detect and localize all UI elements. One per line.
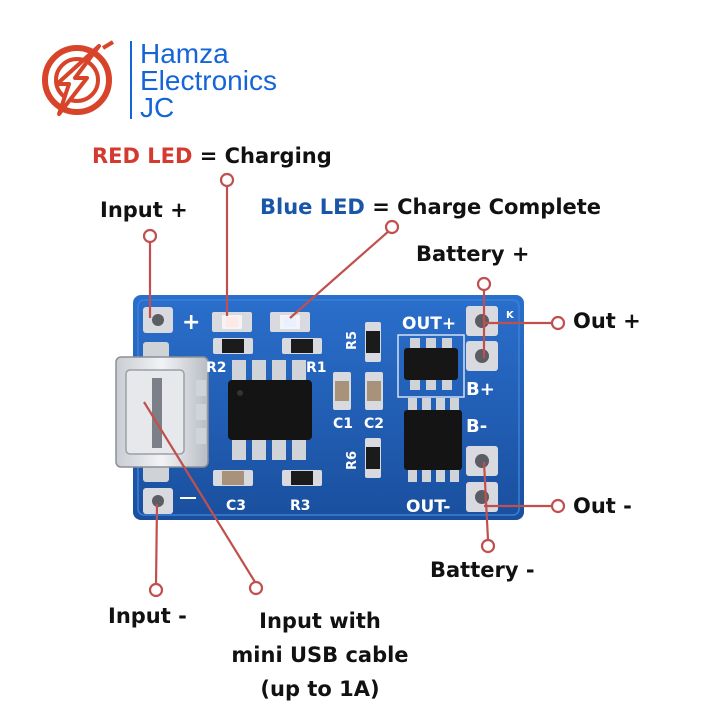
red-led — [212, 312, 252, 332]
silk-r1: R1 — [306, 360, 327, 376]
blue-led-label: Blue LED = Charge Complete — [260, 195, 601, 219]
anchor-input-minus — [148, 582, 164, 598]
anchor-usb — [248, 580, 264, 596]
anchor-out-minus — [550, 498, 566, 514]
micro-usb-connector — [115, 356, 209, 468]
lightning-bolt-icon — [42, 40, 115, 116]
red-led-value: = Charging — [199, 144, 332, 168]
blue-led-key: Blue LED — [260, 195, 365, 219]
silk-r2: R2 — [206, 360, 227, 376]
resistor-r2 — [213, 338, 253, 354]
red-led-label: RED LED = Charging — [92, 144, 332, 168]
resistor-r5 — [365, 322, 381, 362]
usb-label-line-1: Input with — [259, 609, 381, 633]
pad-b-plus — [466, 341, 498, 371]
anchor-input-plus — [142, 228, 158, 244]
usb-input-label: Input with mini USB cable (up to 1A) — [215, 604, 425, 706]
leader-input-minus — [154, 503, 159, 586]
silk-r5: R5 — [345, 331, 360, 350]
capacitor-c1 — [333, 372, 351, 410]
battery-plus-label: Battery + — [416, 242, 530, 266]
brand-divider — [130, 41, 132, 119]
silk-c2: C2 — [364, 416, 384, 432]
anchor-out-plus — [550, 315, 566, 331]
anchor-blue-led — [384, 219, 400, 235]
pad-out-minus — [466, 482, 498, 512]
usb-label-line-2: mini USB cable — [231, 643, 409, 667]
anchor-battery-plus — [476, 276, 492, 292]
silk-r6: R6 — [345, 451, 360, 470]
protection-transistor — [404, 338, 458, 390]
silk-out-plus: OUT+ — [402, 314, 456, 334]
anchor-battery-minus — [480, 538, 496, 554]
capacitor-c3 — [213, 470, 253, 486]
resistor-r3 — [282, 470, 322, 486]
silk-r3: R3 — [290, 498, 311, 514]
brand-line-2: Electronics — [140, 65, 277, 96]
capacitor-c2 — [365, 372, 383, 410]
charger-ic — [228, 360, 312, 460]
blue-led-value: = Charge Complete — [372, 195, 602, 219]
usb-label-line-3: (up to 1A) — [260, 677, 380, 701]
red-led-key: RED LED — [92, 144, 193, 168]
input-plus-label: Input + — [100, 198, 188, 222]
silk-c1: C1 — [333, 416, 353, 432]
resistor-r1 — [282, 338, 322, 354]
leader-blue-led — [289, 229, 391, 319]
pad-b-minus — [466, 446, 498, 476]
resistor-r6 — [365, 438, 381, 478]
out-plus-label: Out + — [573, 309, 641, 333]
leader-battery-minus — [482, 461, 490, 541]
protection-ic — [404, 398, 462, 482]
silk-out-minus: OUT- — [406, 497, 450, 517]
blue-led — [270, 312, 310, 332]
brand-line-1: Hamza — [140, 38, 229, 69]
pad-out-plus — [466, 306, 498, 336]
silk-plus: + — [182, 310, 200, 335]
silk-b-plus: B+ — [466, 379, 495, 400]
leader-usb — [143, 401, 256, 583]
anchor-red-led — [219, 172, 235, 188]
pad-input-minus — [143, 488, 173, 514]
silk-b-minus: B- — [466, 416, 487, 437]
input-minus-label: Input - — [108, 604, 187, 628]
out-minus-label: Out - — [573, 494, 632, 518]
silk-k: K — [506, 310, 515, 321]
silk-c3: C3 — [226, 498, 246, 514]
brand-line-3: JC — [140, 92, 175, 123]
pad-input-plus — [143, 307, 173, 333]
battery-minus-label: Battery - — [430, 558, 535, 582]
